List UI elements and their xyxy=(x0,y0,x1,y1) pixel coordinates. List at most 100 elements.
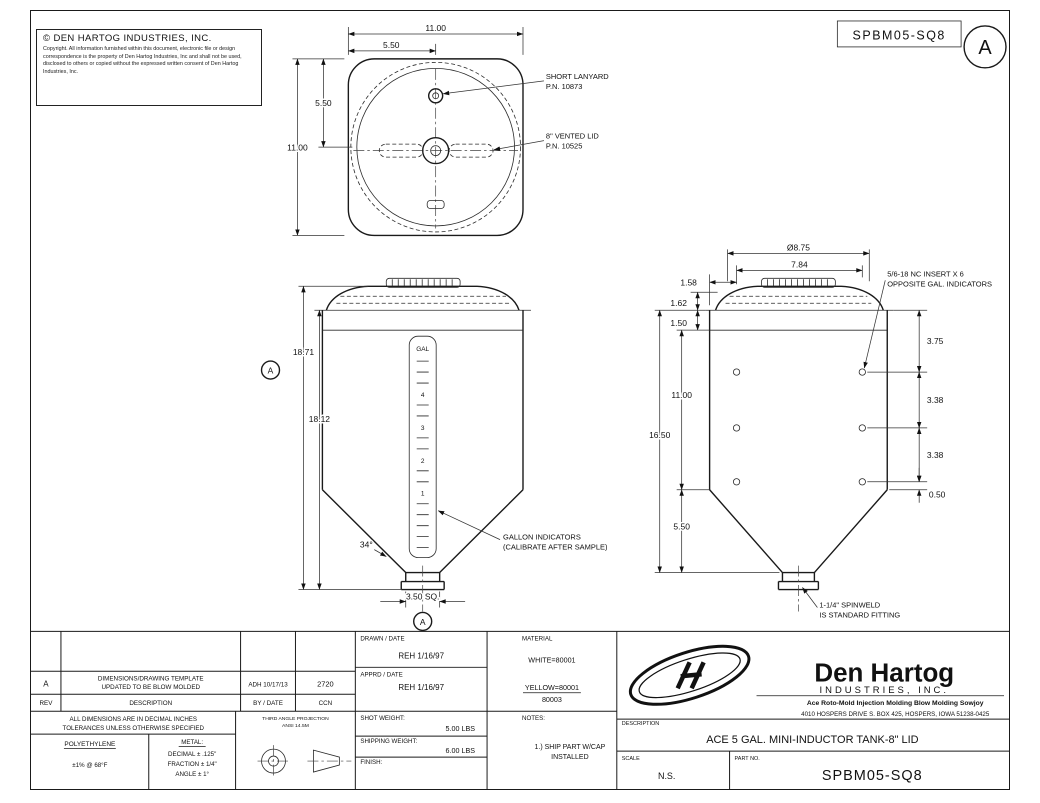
lid-tab xyxy=(426,200,445,209)
projection-line2: ANSI 14.5M xyxy=(282,723,309,729)
dim-front-body-height: 18.12 xyxy=(309,414,330,424)
partno-label: PART NO. xyxy=(735,756,761,762)
datum-circle-left xyxy=(260,360,281,380)
vented-lid-pn: P.N. 10525 xyxy=(546,142,582,151)
rev-entry-bydate: ADH 10/17/13 xyxy=(248,681,288,688)
poly-tolerance: ±1% @ 68°F xyxy=(72,762,107,769)
dim-cone-angle: 34° xyxy=(360,540,373,550)
gallon-mark-2: 2 xyxy=(421,458,425,465)
brand-subtitle: INDUSTRIES, INC. xyxy=(820,685,949,696)
shipping-weight-value: 6.00 LBS xyxy=(446,747,476,755)
notes-line1: 1.) SHIP PART W/CAP xyxy=(535,744,606,751)
dim-lid-height: 1.62 xyxy=(670,298,687,308)
description-value: ACE 5 GAL. MINI-INDUCTOR TANK-8" LID xyxy=(706,734,918,746)
vented-lid-profile-side xyxy=(761,277,836,288)
description-header: DESCRIPTION xyxy=(129,700,172,707)
gallon-note-line2: (CALIBRATE AFTER SAMPLE) xyxy=(503,543,608,552)
tolerance-line1: ALL DIMENSIONS ARE IN DECIMAL INCHES xyxy=(70,716,198,723)
lanyard-label: SHORT LANYARD xyxy=(546,72,609,81)
gallon-mark-1: 1 xyxy=(421,491,425,498)
scale-label: SCALE xyxy=(622,756,640,762)
part-number-header: SPBM05-SQ8 xyxy=(853,28,946,42)
material-white: WHITE=80001 xyxy=(528,656,575,664)
metal-angle: ANGLE ± 1° xyxy=(175,771,209,778)
sheet-frame: SPBM05-SQ8 A 11.0 xyxy=(30,10,1010,790)
shot-weight-value: 5.00 LBS xyxy=(446,725,476,733)
poly-label: POLYETHYLENE xyxy=(64,741,116,748)
description-label: DESCRIPTION xyxy=(622,721,659,727)
brand-address: 4010 HOSPERS DRIVE S. BOX 425, HOSPERS, … xyxy=(801,711,990,718)
gallon-mark-4: 4 xyxy=(421,392,425,399)
top-view: 11.00 5.50 5.50 11.00 SHORT LANYARD P.N.… xyxy=(286,21,609,237)
dim-collar-height: 1.50 xyxy=(670,318,687,328)
material-label: MATERIAL xyxy=(522,635,553,642)
projection-line1: THIRD ANGLE PROJECTION xyxy=(262,716,329,722)
scale-value: N.S. xyxy=(658,771,675,781)
dim-front-total-height: 18.71 xyxy=(293,347,314,357)
bydate-header: BY / DATE xyxy=(253,700,283,707)
dim-hole3: 3.38 xyxy=(927,450,944,460)
insert-note-line1: 5/6-18 NC INSERT X 6 xyxy=(887,269,964,278)
rev-header: REV xyxy=(40,700,54,707)
copyright-text: Copyright. All information furnished wit… xyxy=(43,46,242,75)
insert-holes xyxy=(732,368,866,486)
brand-name: Den Hartog xyxy=(814,659,954,687)
dim-lid-diameter: Ø8.75 xyxy=(787,242,810,252)
finish-label: FINISH: xyxy=(360,759,382,766)
vented-lid-label: 8" VENTED LID xyxy=(546,132,599,141)
lid-handle-left xyxy=(378,143,424,158)
metal-decimal: DECIMAL ± .125" xyxy=(168,751,216,758)
gallon-mark-3: 3 xyxy=(421,425,425,432)
brand-services: Ace Roto-Mold Injection Molding Blow Mol… xyxy=(807,700,984,707)
title-block: A DIMENSIONS/DRAWING TEMPLATE UPDATED TO… xyxy=(31,630,1009,789)
metal-fraction: FRACTION ± 1/4" xyxy=(168,761,217,768)
company-title: © DEN HARTOG INDUSTRIES, INC. xyxy=(43,33,212,44)
shipping-weight-label: SHIPPING WEIGHT: xyxy=(360,738,417,745)
dim-top-width: 11.00 xyxy=(425,23,446,33)
datum-letter-base: A xyxy=(420,617,426,627)
notes-line2: INSTALLED xyxy=(551,754,588,761)
dim-hole2: 3.38 xyxy=(927,395,944,405)
dim-insert-offset: 1.58 xyxy=(680,277,697,287)
dim-top-height: 11.00 xyxy=(287,143,308,153)
dim-hole1: 3.75 xyxy=(927,336,944,346)
partno-value: SPBM05-SQ8 xyxy=(822,768,923,784)
side-view: Ø8.75 7.84 1.58 1.62 1.50 16.50 11.00 xyxy=(648,241,992,620)
dim-cone-height: 5.50 xyxy=(673,522,690,532)
spinweld-note-line1: 1-1/4" SPINWELD xyxy=(819,600,880,609)
revision-circle xyxy=(963,25,1007,69)
dim-top-halfwidth: 5.50 xyxy=(383,40,400,50)
dim-hole4: 0.50 xyxy=(929,490,946,500)
datum-circle-base xyxy=(413,611,433,632)
drawing-area: SPBM05-SQ8 A 11.0 xyxy=(31,20,1009,789)
lanyard-ring xyxy=(427,88,444,104)
rev-entry-ccn: 2720 xyxy=(317,679,334,688)
rev-entry-desc1: DIMENSIONS/DRAWING TEMPLATE xyxy=(98,675,204,682)
material-yellow-alt: 80003 xyxy=(542,696,562,704)
metal-label: METAL: xyxy=(181,739,203,746)
shot-weight-label: SHOT WEIGHT: xyxy=(360,715,405,722)
material-yellow: YELLOW=80001 xyxy=(525,684,579,692)
lanyard-pn: P.N. 10873 xyxy=(546,82,582,91)
dim-body-height: 11.00 xyxy=(671,390,692,400)
lid-handle-right xyxy=(448,143,494,158)
datum-letter-left: A xyxy=(268,366,274,376)
insert-note-line2: OPPOSITE GAL. INDICATORS xyxy=(887,279,992,288)
apprd-label: APPRD / DATE xyxy=(360,671,402,678)
ccn-header: CCN xyxy=(319,700,333,707)
rev-entry-desc2: UPDATED TO BE BLOW MOLDED xyxy=(101,684,200,691)
gallon-note-line1: GALLON INDICATORS xyxy=(503,533,581,542)
sheet-header: SPBM05-SQ8 A xyxy=(836,20,1007,69)
spinweld-note-line2: IS STANDARD FITTING xyxy=(819,610,900,619)
notes-label: NOTES: xyxy=(522,715,545,722)
lid-opening xyxy=(422,136,450,165)
gal-label: GAL xyxy=(416,346,429,353)
dim-base-square: 3.50 SQ. xyxy=(406,591,439,601)
rev-entry-letter: A xyxy=(43,679,49,688)
dim-overall-height: 16.50 xyxy=(649,430,670,440)
front-view: GAL 4 3 2 1 18.71 18.12 A 34° 3.50 SQ xyxy=(260,277,608,632)
den-hartog-logo xyxy=(628,644,751,706)
vented-lid-profile xyxy=(385,277,461,288)
dim-top-halfheight: 5.50 xyxy=(315,98,332,108)
